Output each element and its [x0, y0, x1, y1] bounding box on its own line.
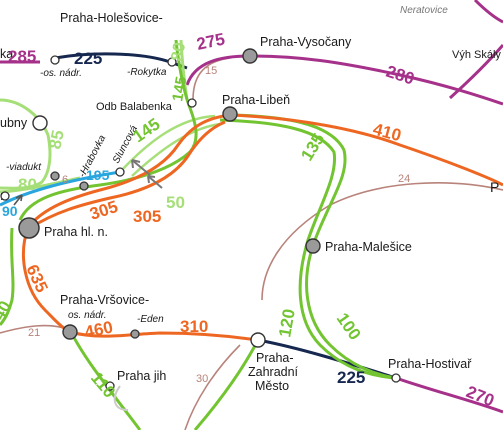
line-410-track — [229, 113, 503, 187]
line-195-track — [0, 170, 121, 207]
label-vrsovice: Praha-Vršovice- — [60, 293, 149, 307]
station-malesice[interactable] — [305, 238, 321, 254]
label-holesovice: Praha-Holešovice- — [60, 11, 163, 25]
label-eden: -Eden — [137, 314, 164, 325]
line-460: 460 — [83, 317, 115, 341]
line-30: 30 — [196, 373, 208, 385]
label-os-nadr-bottom: os. nádr. — [68, 310, 107, 321]
station-holesovice[interactable] — [50, 55, 60, 65]
line-135: 135 — [297, 130, 328, 164]
station-ubny[interactable] — [32, 115, 48, 131]
line-6: 6 — [62, 174, 68, 186]
label-praha-jih: Praha jih — [117, 369, 166, 383]
line-110b-track — [193, 339, 260, 430]
line-635-track — [21, 227, 71, 334]
line-225-top: 225 — [74, 49, 102, 68]
label-ka: ka — [0, 47, 13, 61]
line-195: 195 — [86, 167, 110, 183]
line-30-track — [184, 344, 241, 430]
line-120: 120 — [275, 307, 299, 338]
line-305-b: 305 — [133, 207, 161, 226]
line-80-a: 80 — [167, 41, 189, 63]
line-145-track — [18, 39, 198, 221]
label-hostivar: Praha-Hostivař — [388, 357, 472, 371]
station-slunecna[interactable] — [115, 167, 125, 177]
label-rokytka: -Rokytka — [127, 67, 167, 78]
line-410: 410 — [371, 120, 403, 146]
line-225-bottom: 225 — [337, 368, 365, 387]
station-viadukt[interactable] — [50, 171, 60, 181]
line-85: 85 — [45, 128, 68, 150]
label-viadukt: -viadukt — [6, 162, 42, 173]
line-21: 21 — [28, 327, 40, 339]
label-colon: : — [0, 189, 3, 203]
label-zahradni-2: Zahradní — [248, 365, 299, 379]
line-24: 24 — [398, 173, 410, 185]
line-100: 100 — [333, 309, 365, 343]
arrow-icon-3 — [13, 194, 23, 206]
line-135-track — [229, 113, 397, 380]
line-305b-track — [29, 120, 226, 230]
label-liben: Praha-Libeň — [222, 93, 290, 107]
label-ubny: ubny — [0, 116, 28, 130]
line-305-track — [28, 113, 231, 227]
arrow-icon — [131, 159, 151, 176]
label-neratovice: Neratovice — [400, 5, 448, 16]
station-praha-jih[interactable] — [105, 381, 115, 391]
line-50: 50 — [166, 193, 185, 212]
station-vrsovice[interactable] — [62, 324, 78, 340]
line-40-track — [0, 227, 15, 326]
line-neratovice-track — [473, 0, 503, 24]
line-280: 280 — [384, 62, 417, 89]
line-270-track — [395, 376, 503, 414]
station-hl-n[interactable] — [18, 217, 40, 239]
station-hrabovka[interactable] — [79, 181, 89, 191]
label-zahradni-1: Praha- — [256, 351, 294, 365]
station-liben[interactable] — [222, 106, 238, 122]
label-odb-balabenka: Odb Balabenka — [96, 101, 173, 113]
station-eden[interactable] — [130, 329, 140, 339]
line-275: 275 — [195, 29, 227, 53]
line-275-track — [185, 54, 503, 106]
line-120-track — [219, 118, 397, 380]
label-vysocany: Praha-Vysočany — [260, 35, 352, 49]
line-270: 270 — [464, 382, 497, 410]
station-hostivar[interactable] — [391, 373, 401, 383]
arrow-icon-2 — [147, 175, 163, 189]
line-145-b: 145 — [129, 114, 163, 146]
label-vyh-skaly: Výh Skály — [452, 49, 501, 61]
station-vysocany[interactable] — [242, 48, 258, 64]
station-left-edge[interactable] — [0, 191, 10, 201]
line-80-b: 80 — [18, 175, 37, 194]
station-rokytka[interactable] — [167, 57, 177, 67]
station-zahradni-mesto[interactable] — [250, 332, 266, 348]
line-jih-track — [113, 385, 129, 411]
line-vyh-track — [448, 44, 503, 100]
line-285: 285 — [8, 47, 36, 66]
line-90: 90 — [2, 203, 18, 219]
line-310-track — [69, 330, 259, 342]
line-145-a: 145 — [169, 75, 190, 103]
line-50-track — [119, 114, 216, 173]
label-zahradni-3: Město — [255, 379, 289, 393]
station-balabenka[interactable] — [187, 98, 197, 108]
label-malesice: Praha-Malešice — [325, 240, 412, 254]
line-225-top-track — [54, 52, 188, 70]
line-635: 635 — [22, 262, 51, 296]
label-p-edge: P — [490, 179, 499, 195]
line-310: 310 — [180, 317, 208, 336]
line-15: 15 — [205, 65, 217, 77]
label-os-nadr-top: -os. nádr. — [40, 68, 82, 79]
label-hl-n: Praha hl. n. — [44, 225, 108, 239]
line-110-track — [68, 329, 142, 430]
